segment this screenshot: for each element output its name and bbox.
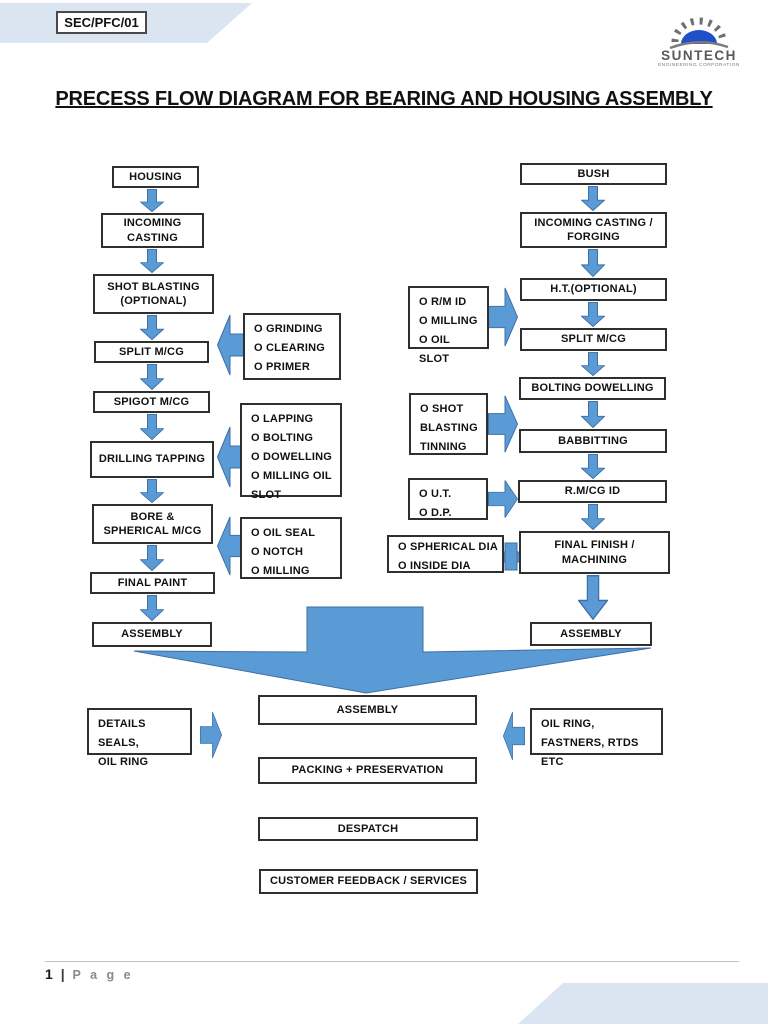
flow-box-customer-feedback: CUSTOMER FEEDBACK / SERVICES [259,869,478,894]
note-arrow-right [488,287,518,347]
note-line: O GRINDING [254,323,323,335]
note-line: O MILLING [251,565,310,577]
note-line: OIL RING [98,756,149,768]
flow-arrow-down [581,454,605,479]
note-line: OIL RING, [541,718,595,730]
note-arrow-right [488,479,518,519]
flow-arrow-down [581,504,605,530]
flow-box-assembly-left: ASSEMBLY [92,622,212,647]
flow-arrow-down [581,302,605,327]
note-line: FASTNERS, RTDS ETC [541,737,639,768]
note-line: O SHOT BLASTING TINNING [420,403,478,453]
flow-box-final-paint: FINAL PAINT [90,572,215,594]
page-number: 1 [45,966,53,982]
note-line: O CLEARING [254,342,326,354]
flow-arrow-down [581,249,605,277]
note-box-grinding: O GRINDING O CLEARING O PRIMER [243,313,341,380]
merge-arrow [133,606,652,694]
note-line: O MILLING OIL SLOT [251,470,332,501]
note-box-ut-dp: O U.T. O D.P. [408,478,488,520]
flow-box-spigot-mcg: SPIGOT M/CG [93,391,210,413]
bottom-right-banner [518,983,768,1024]
flow-arrow-down [581,401,605,428]
flow-box-assembly-right: ASSEMBLY [530,622,652,646]
note-line: O DOWELLING [251,451,333,463]
doc-code-box: SEC/PFC/01 [56,11,147,34]
flow-arrow-down [140,189,164,212]
flow-box-incoming-forging: INCOMING CASTING / FORGING [520,212,667,248]
flow-arrow-down [140,249,164,273]
page-label: P a g e [72,968,134,982]
flow-box-assembly-main: ASSEMBLY [258,695,477,725]
note-line: O BOLTING [251,432,314,444]
flow-box-split-mcg: SPLIT M/CG [94,341,209,363]
flow-box-packing: PACKING + PRESERVATION [258,757,477,784]
flow-arrow-down [581,186,605,211]
doc-code: SEC/PFC/01 [64,15,139,30]
flow-arrow-down [581,352,605,376]
note-line: O U.T. [419,488,452,500]
note-box-shot-blasting-tinning: O SHOT BLASTING TINNING [409,393,488,455]
logo-name: SUNTECH [661,48,737,63]
note-line: O PRIMER [254,361,310,373]
note-line: O INSIDE DIA [398,560,471,572]
flow-box-rmcg-id: R.M/CG ID [518,480,667,503]
flow-box-bush: BUSH [520,163,667,185]
flow-box-housing: HOUSING [112,166,199,188]
flow-box-babbitting: BABBITTING [519,429,667,453]
note-arrow-right [200,711,222,759]
flow-box-final-finish: FINAL FINISH / MACHINING [519,531,670,574]
flow-box-bore-spherical: BORE & SPHERICAL M/CG [92,504,213,544]
note-line: DETAILS SEALS, [98,718,146,749]
note-line: O D.P. [419,507,452,519]
suntech-sun-icon: SUNTECH ENGINEERING CORPORATION [658,17,740,68]
note-box-oil-seal: O OIL SEAL O NOTCH O MILLING [240,517,342,579]
note-box-rm-id: O R/M ID O MILLING O OIL SLOT [408,286,489,365]
flow-box-split-mcg-right: SPLIT M/CG [520,328,667,351]
flow-arrow-down [140,364,164,390]
note-line: O OIL SEAL [251,527,316,539]
note-line: O R/M ID [419,296,467,308]
footer-divider [45,961,739,962]
note-line: O LAPPING [251,413,314,425]
flow-box-ht-optional: H.T.(OPTIONAL) [520,278,667,301]
note-arrow-left [503,711,525,761]
page-title: PRECESS FLOW DIAGRAM FOR BEARING AND HOU… [55,88,713,110]
flow-box-bolting-dowelling: BOLTING DOWELLING [519,377,666,400]
note-arrow-right [488,395,518,453]
footer: 1 | P a g e [45,966,134,982]
suntech-logo: SUNTECH ENGINEERING CORPORATION [650,10,756,68]
flow-arrow-down [140,479,164,503]
flow-box-drilling-tapping: DRILLING TAPPING [90,441,214,478]
note-line: O OIL SLOT [419,334,450,365]
flow-arrow-down [140,414,164,440]
flow-arrow-down [578,575,608,620]
note-line: O MILLING [419,315,478,327]
logo-subtitle: ENGINEERING CORPORATION [658,62,740,68]
note-box-details-seals: DETAILS SEALS, OIL RING [87,708,192,768]
flow-box-despatch: DESPATCH [258,817,478,841]
flow-arrow-down [140,315,164,340]
note-line: O SPHERICAL DIA [398,541,498,553]
note-box-oil-ring-fastners: OIL RING, FASTNERS, RTDS ETC [530,708,663,768]
note-line: O NOTCH [251,546,304,558]
footer-separator: | [60,966,65,982]
flow-box-incoming-casting: INCOMING CASTING [101,213,204,248]
note-box-lapping: O LAPPING O BOLTING O DOWELLING O MILLIN… [240,403,342,501]
flow-arrow-down [140,595,164,621]
flow-arrow-down [140,545,164,571]
note-box-spherical-dia: O SPHERICAL DIA O INSIDE DIA [387,535,504,573]
flow-box-shot-blasting: SHOT BLASTING (OPTIONAL) [93,274,214,314]
